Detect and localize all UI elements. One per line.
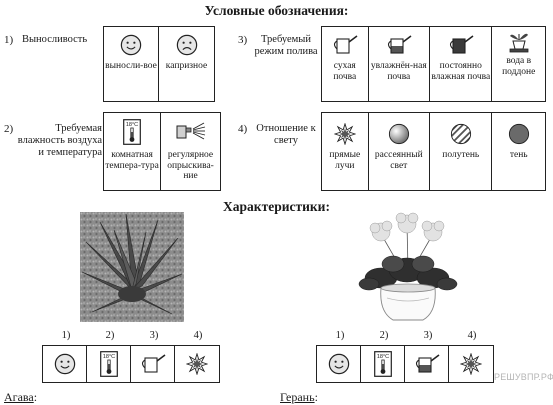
legend-text-direct-sun: прямые лучи bbox=[329, 150, 361, 171]
legend-text-moist-soil: увлажнён-ная почва bbox=[370, 61, 427, 82]
agave-characteristics: 18°C bbox=[42, 345, 220, 383]
thermometer-icon: 18°C bbox=[373, 351, 392, 377]
section-2-title: Требуемая влажность воздуха и температур… bbox=[17, 123, 102, 158]
empty-watering-can-icon bbox=[141, 354, 165, 373]
endurance-legend: выносли-вое капризное bbox=[103, 26, 215, 102]
section-2-number: 2) bbox=[4, 123, 14, 135]
agave-light-cell bbox=[175, 346, 219, 382]
agave-number-4: 4) bbox=[193, 330, 203, 341]
half-watering-can-icon bbox=[415, 354, 439, 373]
striped-circle-icon bbox=[450, 123, 471, 145]
empty-watering-can-icon bbox=[333, 35, 358, 54]
legend-item-direct-sun: прямые лучи bbox=[322, 113, 369, 190]
section-1-number: 1) bbox=[4, 34, 14, 46]
agave-endurance-cell bbox=[43, 346, 87, 382]
sad-face-icon bbox=[176, 34, 197, 56]
sunburst-icon bbox=[460, 353, 482, 375]
watering-legend: сухая почва увлажнён-ная почва постоянно… bbox=[321, 26, 546, 102]
legend-item-diffused-light: рассеянный свет bbox=[369, 113, 431, 190]
dark-circle-icon bbox=[508, 123, 529, 145]
legend-text-dry-soil: сухая почва bbox=[333, 61, 357, 82]
characteristics-heading: Характеристики: bbox=[223, 199, 330, 214]
legend-item-shade: тень bbox=[492, 113, 545, 190]
smiley-face-icon bbox=[54, 353, 75, 375]
geranium-light-cell bbox=[449, 346, 493, 382]
agave-label: Агава: bbox=[4, 388, 37, 405]
thermometer-icon: 18°C bbox=[99, 351, 118, 377]
legend-text-tray-water: вода в поддоне bbox=[502, 56, 536, 77]
light-legend: прямые лучи рассеянный свет bbox=[321, 112, 546, 191]
legend-item-room-temp: 18°C комнатная темпера-тура bbox=[104, 113, 162, 190]
geranium-name: Герань bbox=[280, 390, 315, 404]
gradient-sphere-icon bbox=[388, 123, 409, 145]
geranium-label: Герань: bbox=[280, 388, 318, 405]
geranium-number-2: 2) bbox=[379, 330, 389, 341]
legend-item-capricious: капризное bbox=[159, 27, 214, 101]
geranium-number-3: 3) bbox=[423, 330, 433, 341]
geranium-humidity-cell: 18°C bbox=[361, 346, 405, 382]
legend-text-room-temp: комнатная темпера-тура bbox=[105, 150, 159, 171]
legend-item-partial-shade: полутень bbox=[430, 113, 493, 190]
geranium-endurance-cell bbox=[317, 346, 361, 382]
sunburst-icon bbox=[333, 123, 356, 145]
geranium-colon: : bbox=[314, 390, 318, 404]
thermometer-label: 18°C bbox=[126, 122, 138, 128]
thermometer-icon: 18°C bbox=[123, 119, 141, 145]
legend-text-diffused-light: рассеянный свет bbox=[374, 150, 423, 171]
section-4-title: Отношение к свету bbox=[256, 123, 316, 146]
agave-number-2: 2) bbox=[105, 330, 115, 341]
half-watering-can-icon bbox=[387, 35, 412, 54]
legend-item-tray-water: вода в поддоне bbox=[492, 27, 545, 101]
agave-photo bbox=[80, 212, 184, 322]
geranium-number-4: 4) bbox=[467, 330, 477, 341]
legend-text-spraying: регулярное опрыскива-ние bbox=[167, 150, 214, 181]
legend-item-wet-soil: постоянно влажная почва bbox=[430, 27, 493, 101]
humidity-legend: 18°C комнатная темпера-тура регулярное о… bbox=[103, 112, 221, 191]
smiley-face-icon bbox=[120, 34, 142, 56]
legend-text-capricious: капризное bbox=[165, 61, 208, 71]
geranium-number-1: 1) bbox=[335, 330, 345, 341]
full-watering-can-icon bbox=[449, 35, 474, 54]
legend-heading: Условные обозначения: bbox=[204, 3, 349, 18]
geranium-watering-cell bbox=[405, 346, 449, 382]
potted-plant-tray-icon bbox=[509, 33, 529, 53]
section-3-number: 3) bbox=[238, 34, 248, 46]
thermometer-label: 18°C bbox=[376, 354, 388, 360]
site-watermark: РЕШУВПР.РФ bbox=[494, 372, 553, 382]
smiley-face-icon bbox=[328, 353, 349, 375]
legend-text-shade: тень bbox=[509, 150, 528, 160]
section-4-number: 4) bbox=[238, 123, 248, 135]
spray-bottle-icon bbox=[176, 122, 205, 140]
legend-text-hardy: выносли-вое bbox=[105, 61, 157, 71]
agave-number-1: 1) bbox=[61, 330, 71, 341]
legend-text-wet-soil: постоянно влажная почва bbox=[431, 61, 491, 82]
agave-humidity-cell: 18°C bbox=[87, 346, 131, 382]
geranium-photo bbox=[358, 212, 458, 321]
legend-item-spraying: регулярное опрыскива-ние bbox=[161, 113, 220, 190]
legend-item-dry-soil: сухая почва bbox=[322, 27, 369, 101]
agave-number-3: 3) bbox=[149, 330, 159, 341]
legend-item-moist-soil: увлажнён-ная почва bbox=[369, 27, 431, 101]
legend-text-partial-shade: полутень bbox=[442, 150, 480, 160]
section-3-title: Требуемый режим полива bbox=[254, 34, 318, 57]
agave-name: Агава bbox=[4, 390, 34, 404]
sunburst-icon bbox=[186, 353, 208, 375]
legend-item-hardy: выносли-вое bbox=[104, 27, 160, 101]
agave-colon: : bbox=[33, 390, 38, 404]
section-1-title: Выносливость bbox=[22, 34, 88, 45]
geranium-characteristics: 18°C bbox=[316, 345, 494, 383]
agave-watering-cell bbox=[131, 346, 175, 382]
thermometer-label: 18°C bbox=[102, 354, 114, 360]
